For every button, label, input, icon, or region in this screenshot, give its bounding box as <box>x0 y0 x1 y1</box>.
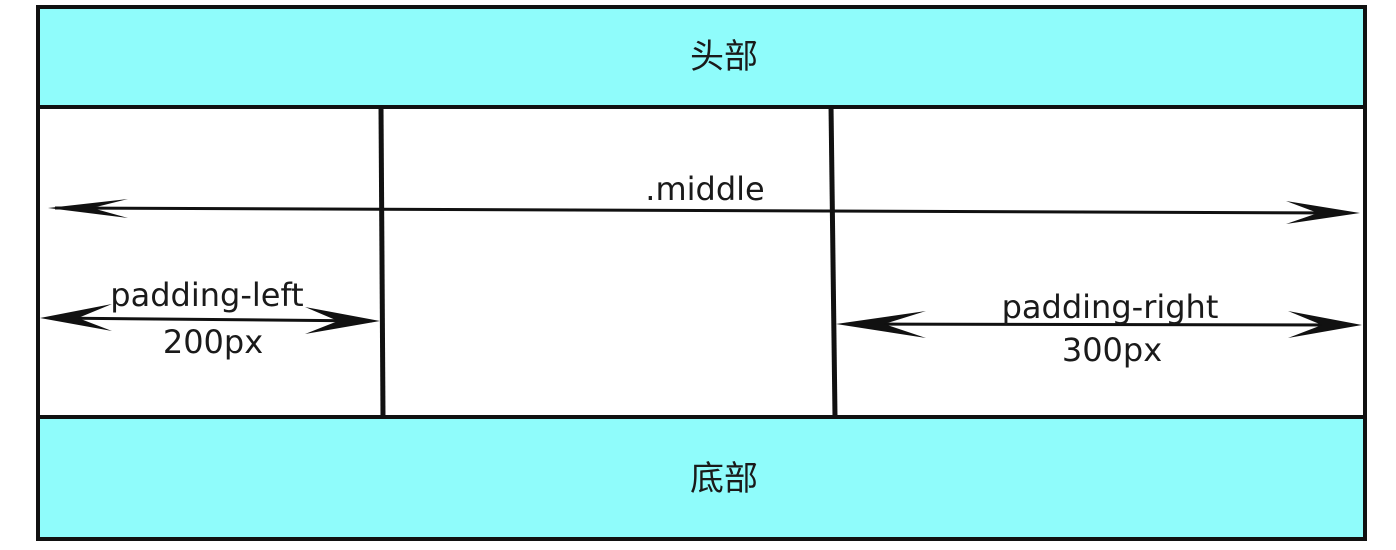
middle-width-arrow <box>48 199 1360 224</box>
middle-label: .middle <box>645 170 764 208</box>
padding-left-label: padding-left <box>110 276 303 314</box>
padding-left-value: 200px <box>163 323 263 361</box>
middle-arrow-right-head <box>1286 201 1360 224</box>
header-band <box>36 5 1367 109</box>
padding-left-arrow-right-head <box>305 307 380 334</box>
left-divider <box>378 106 386 418</box>
padding-left-arrow <box>40 304 380 334</box>
padding-right-arrow <box>836 311 1362 338</box>
footer-label: 底部 <box>690 459 758 499</box>
header-label: 头部 <box>690 37 758 77</box>
middle-arrow-left-head <box>48 199 128 218</box>
right-divider <box>828 104 838 418</box>
padding-right-arrow-left-head <box>836 311 926 338</box>
middle-section <box>36 105 1367 419</box>
padding-right-value: 300px <box>1062 331 1162 369</box>
padding-right-arrow-right-head <box>1288 311 1362 338</box>
padding-right-label: padding-right <box>1002 288 1219 326</box>
padding-left-arrow-left-head <box>40 304 112 331</box>
footer-band <box>36 415 1367 541</box>
